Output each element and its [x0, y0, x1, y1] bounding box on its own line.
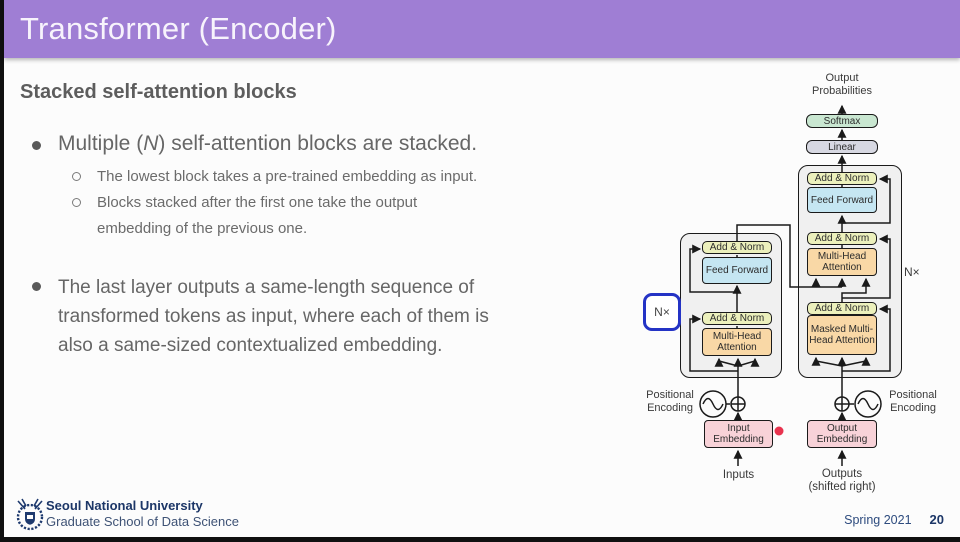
slide-title-bar: Transformer (Encoder) — [4, 0, 960, 58]
presentation-slide: Transformer (Encoder) Stacked self-atten… — [4, 0, 960, 537]
encoder-feed-forward-box: Feed Forward — [702, 257, 772, 284]
bullet-dot — [32, 141, 41, 150]
outputs-line1: Outputs — [821, 468, 863, 480]
sub-bullet-1: The lowest block takes a pre-trained emb… — [97, 168, 478, 185]
n-times-right-label: N× — [904, 265, 920, 279]
bullet-2: The last layer outputs a same-length seq… — [58, 277, 489, 356]
footer-page-number: 20 — [929, 512, 944, 527]
decoder-multi-head-attention-box: Multi-Head Attention — [807, 248, 877, 276]
laser-pointer-dot — [774, 426, 784, 436]
bullet-1: Multiple (N) self-attention blocks are s… — [58, 132, 477, 156]
bullet-1-variable: N — [143, 132, 159, 155]
decoder-add-norm-box: Add & Norm — [807, 302, 877, 315]
slide-title: Transformer (Encoder) — [20, 11, 337, 46]
output-probabilities-line2: Probabilities — [812, 85, 872, 97]
decoder-add-norm-box: Add & Norm — [807, 172, 877, 185]
outputs-shifted-right-note: (shifted right) — [808, 481, 876, 493]
bullet-1-text: Multiple ( — [58, 132, 144, 155]
positional-encoding-left-label: Positional Encoding — [642, 389, 698, 415]
snu-logo — [16, 498, 44, 531]
footer-university-name: Seoul National University — [46, 498, 203, 513]
output-probabilities-line1: Output — [825, 72, 859, 84]
inputs-label: Inputs — [722, 469, 755, 481]
decoder-add-norm-box: Add & Norm — [807, 232, 877, 245]
decoder-feed-forward-box: Feed Forward — [807, 187, 877, 213]
footer-school-name: Graduate School of Data Science — [46, 514, 239, 529]
encoder-multi-head-attention-box: Multi-Head Attention — [702, 328, 772, 356]
positional-line1: Positional — [646, 389, 694, 401]
footer-term: Spring 2021 — [844, 513, 912, 527]
encoder-add-norm-box: Add & Norm — [702, 312, 772, 325]
sub-bullet-ring — [72, 198, 81, 207]
diagram-arrows — [689, 104, 891, 466]
positional-line1: Positional — [889, 389, 937, 401]
positional-line2: Encoding — [890, 402, 936, 414]
output-embedding-box: Output Embedding — [807, 420, 877, 448]
positional-line2: Encoding — [647, 402, 693, 414]
bullet-dot — [32, 282, 41, 291]
softmax-box: Softmax — [806, 114, 878, 128]
transformer-architecture-diagram: Output Probabilities Softmax Linear Add … — [640, 60, 960, 505]
section-heading: Stacked self-attention blocks — [20, 81, 297, 103]
encoder-add-norm-box: Add & Norm — [702, 241, 772, 254]
n-times-highlight-box: N× — [643, 293, 681, 331]
sub-bullet-ring — [72, 172, 81, 181]
footer-right: Spring 2021 20 — [844, 512, 944, 527]
sub-bullet-2: Blocks stacked after the first one take … — [97, 194, 418, 237]
positional-encoding-right-label: Positional Encoding — [884, 389, 942, 415]
masked-multi-head-attention-box: Masked Multi-Head Attention — [807, 315, 877, 355]
linear-box: Linear — [806, 140, 878, 154]
bullet-1-text-rest: ) self-attention blocks are stacked. — [158, 132, 478, 155]
input-embedding-box: Input Embedding — [704, 420, 773, 448]
output-probabilities-label: Output Probabilities — [796, 72, 888, 98]
outputs-label: Outputs (shifted right) — [798, 468, 886, 494]
